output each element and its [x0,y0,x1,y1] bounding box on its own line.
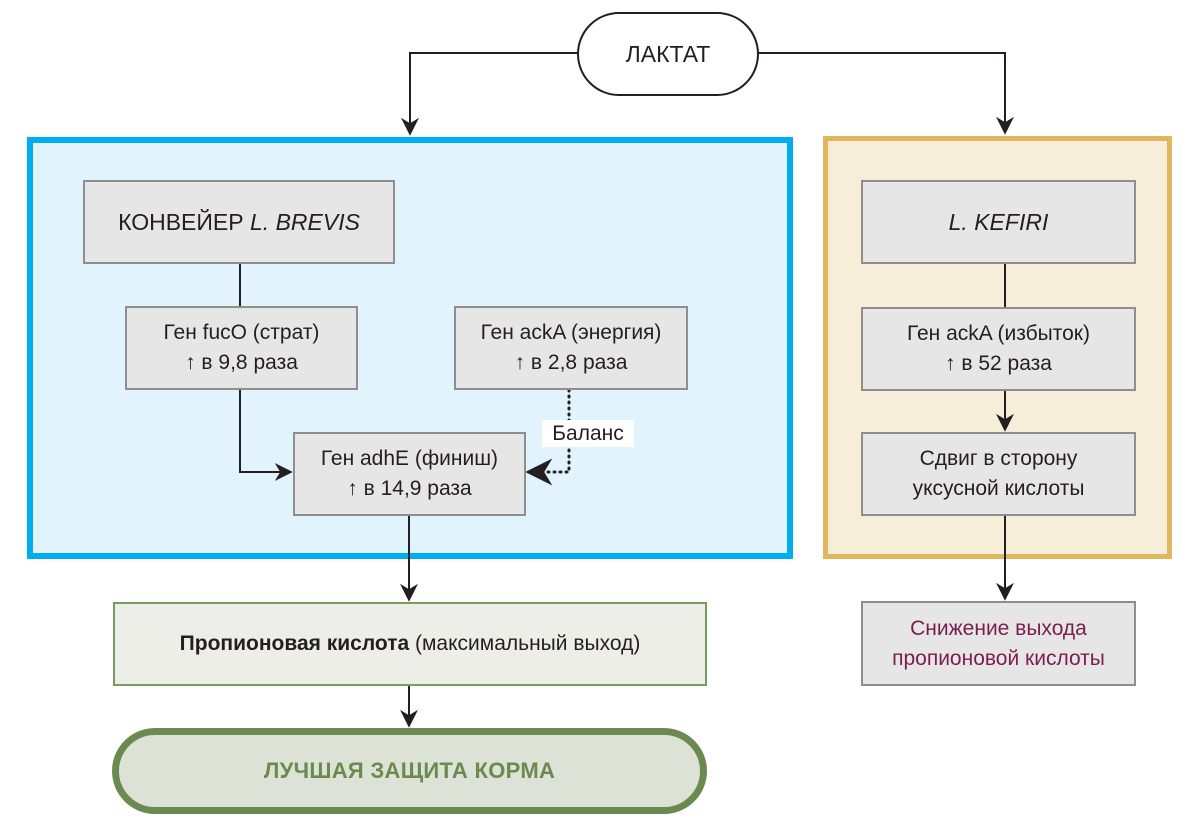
brevis-species: L. BREVIS [250,209,360,235]
gene-acka-excess-title: Ген ackA (избыток) [907,322,1090,345]
propionic-note: (максимальный выход) [409,632,641,655]
l-kefiri-header: L. KEFIRI [861,180,1136,264]
gene-fuco-title: Ген fucO (страт) [163,321,320,344]
propionic-acid-node: Пропионовая кислота (максимальный выход) [113,602,707,686]
gene-adhe-fold: в 14,9 раза [357,477,472,500]
result-label: ЛУЧШАЯ ЗАЩИТА КОРМА [263,758,556,783]
kefiri-species: L. KEFIRI [948,209,1049,235]
shift-line1: Сдвиг в сторону [919,447,1078,470]
gene-adhe-title: Ген adhE (финиш) [320,447,499,470]
decrease-line1: Снижение выхода [910,616,1087,640]
feed-protection-result: ЛУЧШАЯ ЗАЩИТА КОРМА [112,728,707,814]
acetic-shift-node: Сдвиг в сторону уксусной кислоты [861,432,1136,516]
gene-acka-excess-node: Ген ackA (избыток) ↑ в 52 раза [861,307,1136,391]
arrow-lactate-to-kefiri [759,52,1014,135]
l-brevis-header: КОНВЕЙЕР L. BREVIS [83,180,395,264]
shift-line2: уксусной кислоты [912,477,1085,500]
gene-acka-energy-node: Ген ackA (энергия) ↑ в 2,8 раза [454,306,688,390]
up-arrow-icon: ↑ [514,351,526,374]
gene-adhe-node: Ген adhE (финиш) ↑ в 14,9 раза [293,432,526,516]
up-arrow-icon: ↑ [347,477,358,500]
up-arrow-icon: ↑ [185,351,196,374]
decrease-line2: пропионовой кислоты [892,646,1105,670]
gene-fuco-fold: в 9,8 раза [195,351,298,374]
propionic-title: Пропионовая кислота [179,632,410,655]
gene-fuco-node: Ген fucO (страт) ↑ в 9,8 раза [125,306,358,390]
gene-acka-energy-title: Ген ackA (энергия) [480,321,662,344]
propionic-decrease-node: Снижение выхода пропионовой кислоты [861,601,1136,686]
up-arrow-icon: ↑ [945,352,956,375]
lactate-label: ЛАКТАТ [625,40,711,67]
lactate-node: ЛАКТАТ [577,12,759,96]
balance-label: Баланс [542,420,634,447]
brevis-prefix: КОНВЕЙЕР [118,209,250,235]
arrow-lactate-to-brevis [401,52,577,136]
gene-acka-excess-fold: в 52 раза [955,352,1052,375]
gene-acka-energy-fold: в 2,8 раза [525,351,628,374]
